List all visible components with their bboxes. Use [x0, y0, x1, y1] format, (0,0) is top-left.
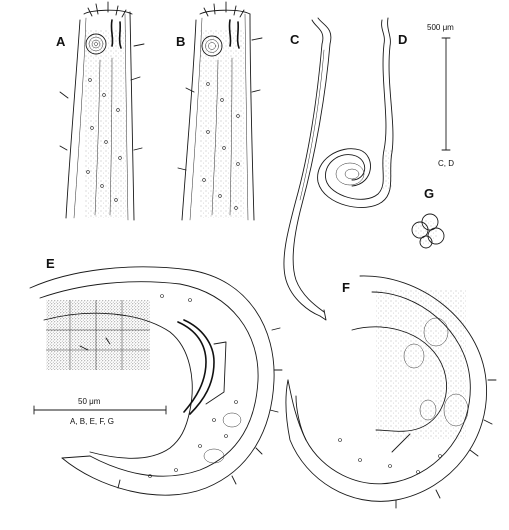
panel-label-a: A [56, 34, 66, 49]
panel-label-g: G [424, 186, 434, 201]
scale-bar-small-panels: A, B, E, F, G [70, 417, 114, 426]
panel-d-whole-body [317, 17, 394, 208]
scale-bar-small: 50 μm A, B, E, F, G [33, 397, 167, 426]
panel-a-anterior-end [59, 1, 145, 221]
scale-bar-large-panels: C, D [438, 159, 454, 168]
panel-label-c: C [290, 32, 300, 47]
scale-bar-large-length: 500 μm [427, 23, 454, 32]
scale-bar-small-length: 50 μm [78, 397, 101, 406]
panel-label-b: B [176, 34, 185, 49]
panel-e-posterior-end [29, 266, 283, 496]
panel-label-f: F [342, 280, 350, 295]
panel-f-posterior-end [285, 275, 497, 509]
panel-c-whole-body [283, 17, 332, 321]
panel-label-e: E [46, 256, 55, 271]
scale-bar-large: 500 μm C, D [427, 23, 454, 168]
panel-label-d: D [398, 32, 407, 47]
panel-g-cell-cluster [411, 213, 445, 249]
panel-b-anterior-end [177, 1, 263, 221]
